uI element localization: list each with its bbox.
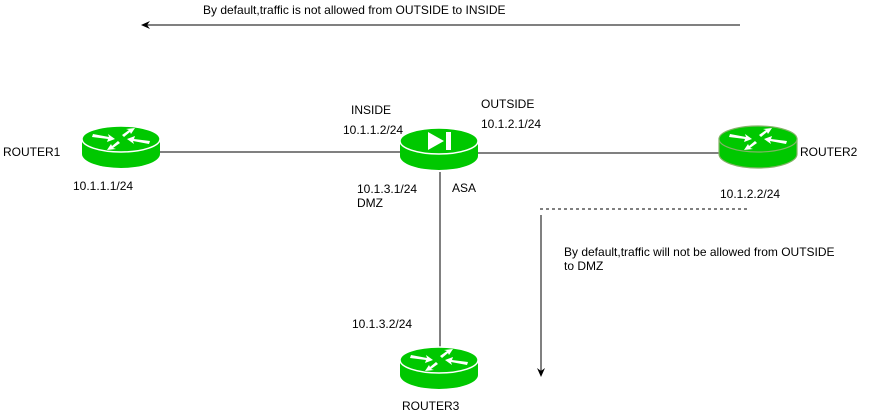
router3-icon[interactable] — [399, 345, 479, 391]
asa-inside-label: INSIDE — [351, 103, 392, 117]
note-outside-to-inside: By default,traffic is not allowed from O… — [203, 3, 506, 17]
asa-inside-ip: 10.1.1.2/24 — [343, 123, 404, 137]
router1-ip: 10.1.1.1/24 — [73, 179, 134, 193]
asa-dmz-label: DMZ — [357, 196, 383, 210]
router3-name: ROUTER3 — [402, 399, 460, 413]
asa-outside-label: OUTSIDE — [481, 97, 535, 111]
note-outside-to-dmz-line1: By default,traffic will not be allowed f… — [564, 245, 835, 259]
note-outside-to-dmz-line2: to DMZ — [564, 259, 604, 273]
router3-ip: 10.1.3.2/24 — [352, 317, 413, 331]
asa-firewall-icon[interactable] — [399, 126, 479, 172]
router2-icon[interactable] — [718, 124, 798, 170]
asa-name: ASA — [452, 181, 477, 195]
router2-name: ROUTER2 — [800, 145, 858, 159]
router1-name: ROUTER1 — [3, 145, 61, 159]
router1-icon[interactable] — [81, 124, 161, 170]
router2-ip: 10.1.2.2/24 — [720, 187, 781, 201]
asa-dmz-ip: 10.1.3.1/24 — [357, 182, 418, 196]
asa-outside-ip: 10.1.2.1/24 — [481, 117, 542, 131]
